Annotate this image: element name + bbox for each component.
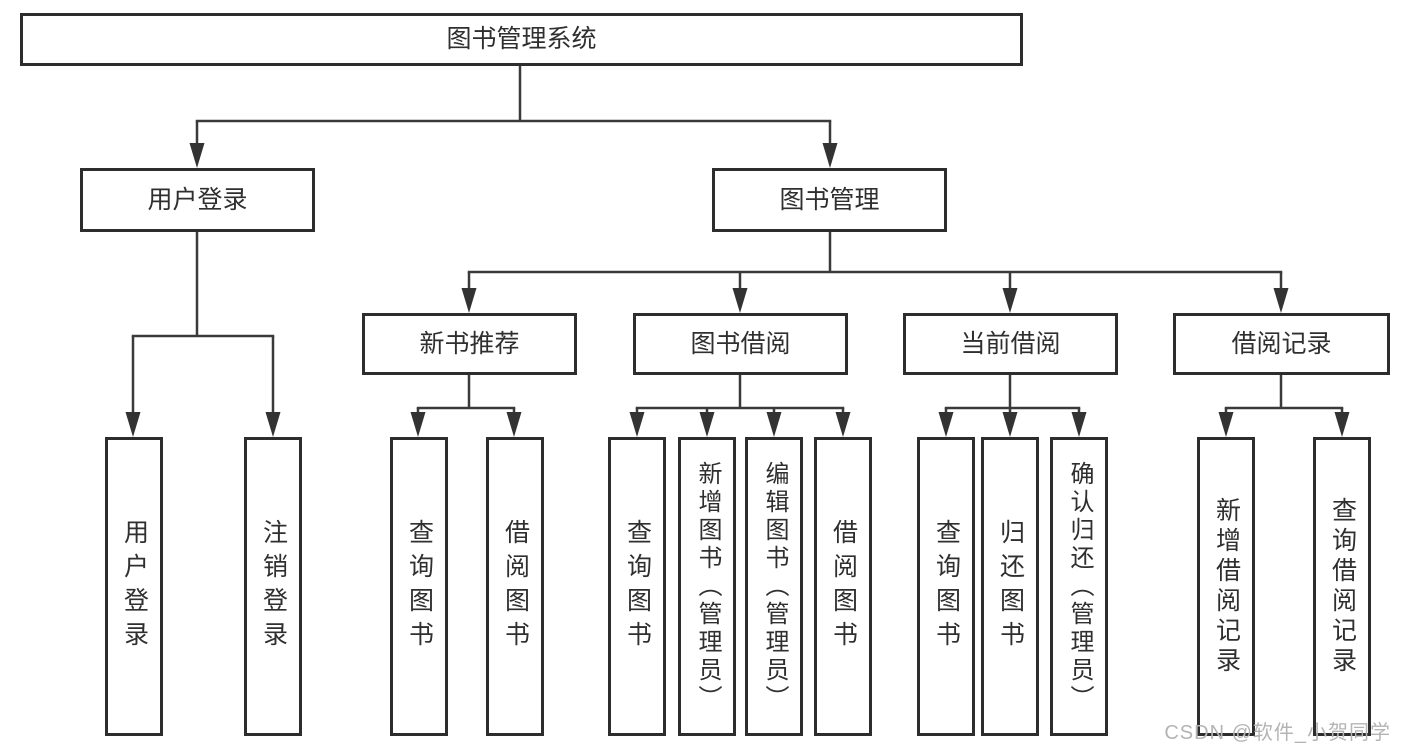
- leaf-borrow-books: 借阅图书: [814, 437, 872, 736]
- node-borrowing-records: 借阅记录: [1173, 313, 1390, 375]
- node-label: 当前借阅: [960, 329, 1061, 358]
- leaf-query-borrow-record: 查询借阅记录: [1313, 437, 1371, 736]
- leaf-logout: 注销登录: [244, 437, 302, 736]
- node-current-borrowing: 当前借阅: [903, 313, 1118, 375]
- node-root-system: 图书管理系统: [20, 13, 1023, 66]
- csdn-watermark: CSDN @软件_小贺同学: [1164, 722, 1391, 744]
- node-label: 注销登录: [259, 518, 288, 655]
- node-label: 新书推荐: [419, 329, 520, 358]
- node-label: 用户登录: [147, 185, 248, 214]
- leaf-add-borrow-record: 新增借阅记录: [1197, 437, 1255, 736]
- node-label: 查询图书: [405, 518, 434, 655]
- node-user-login: 用户登录: [80, 168, 315, 232]
- leaf-current-query-books: 查询图书: [917, 437, 975, 736]
- node-label: 图书管理: [779, 185, 880, 214]
- node-label: 查询借阅记录: [1328, 496, 1357, 677]
- node-label: 图书借阅: [690, 329, 791, 358]
- node-new-book-recommend: 新书推荐: [362, 313, 577, 375]
- node-book-borrowing: 图书借阅: [633, 313, 848, 375]
- node-label: 新增借阅记录: [1212, 496, 1241, 677]
- node-label: 归还图书: [996, 518, 1025, 655]
- leaf-return-books: 归还图书: [981, 437, 1039, 736]
- leaf-add-books-admin: 新增图书（管理员）: [678, 437, 736, 736]
- node-label: 确认归还（管理员）: [1066, 460, 1093, 713]
- node-label: 借阅图书: [829, 518, 858, 655]
- node-label: 查询图书: [623, 518, 652, 655]
- node-label: 借阅图书: [501, 518, 530, 655]
- node-label: 新增图书（管理员）: [694, 460, 721, 713]
- node-label: 图书管理系统: [446, 25, 597, 53]
- leaf-recommend-query-books: 查询图书: [390, 437, 448, 736]
- node-label: 借阅记录: [1231, 329, 1332, 358]
- node-book-management: 图书管理: [712, 168, 947, 232]
- leaf-recommend-borrow-books: 借阅图书: [486, 437, 544, 736]
- node-label: 编辑图书（管理员）: [761, 460, 788, 713]
- leaf-confirm-return-admin: 确认归还（管理员）: [1050, 437, 1108, 736]
- arrowhead-icons: [125, 143, 1350, 437]
- node-label: 查询图书: [932, 518, 961, 655]
- leaf-borrow-query-books: 查询图书: [608, 437, 666, 736]
- node-label: 用户登录: [120, 518, 149, 655]
- leaf-edit-books-admin: 编辑图书（管理员）: [745, 437, 803, 736]
- leaf-user-login: 用户登录: [105, 437, 163, 736]
